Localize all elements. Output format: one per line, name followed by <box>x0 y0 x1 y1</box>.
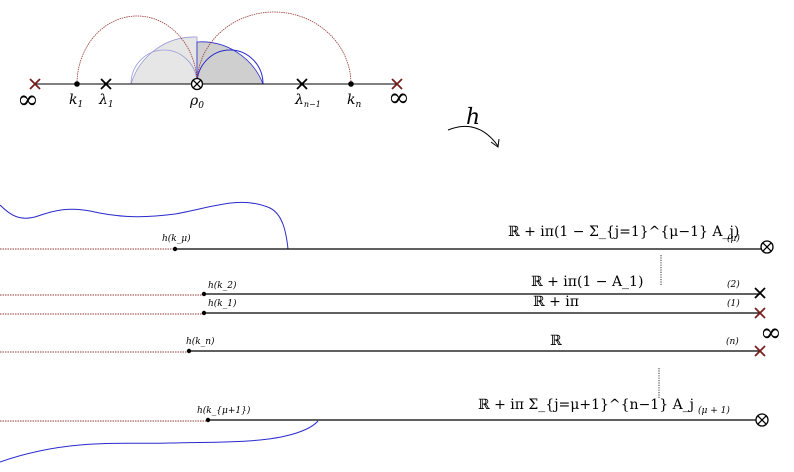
ray-mu-start-label: h(k_μ) <box>162 233 191 244</box>
otimes-rho0 <box>190 77 204 91</box>
label-lambda-n1: λn−1 <box>294 92 321 109</box>
arc-k1-rho0 <box>76 15 198 85</box>
ray-n: h(k_n) ℝ (n) <box>0 333 766 357</box>
ray-mu-plus-1-otimes <box>755 413 769 427</box>
top-axis-panel: ∞ k1 λ1 ρ0 λn−1 kn ∞ <box>17 11 410 115</box>
ray-mu-plus-1-start-dot <box>205 417 211 423</box>
label-inf-right: ∞ <box>388 83 410 113</box>
ray-n-cross <box>754 345 766 357</box>
map-arrow-head <box>490 138 500 148</box>
dot-k1 <box>74 81 80 87</box>
cross-inf-right <box>391 78 403 90</box>
ray-mu-plus-1: h(k_{μ+1}) ℝ + iπ Σ_{j=μ+1}^{n−1} A_j (μ… <box>0 397 769 427</box>
map-arrow: h <box>447 105 500 148</box>
map-arrow-curve <box>447 126 499 147</box>
cross-lambda-n1 <box>296 78 308 90</box>
label-lambda1: λ1 <box>98 92 114 110</box>
dot-kn <box>348 81 354 87</box>
ray-2-end-tag: (2) <box>727 279 740 290</box>
label-k1: k1 <box>69 92 83 110</box>
ray-1-end-tag: (1) <box>727 298 740 309</box>
bottom-infinity-label: ∞ <box>760 318 782 348</box>
ray-mu: h(k_μ) ℝ + iπ(1 − Σ_{j=1}^{μ−1} A_j) (μ) <box>0 224 774 254</box>
ray-1-start-label: h(k_1) <box>208 298 237 309</box>
label-kn: kn <box>347 92 361 110</box>
ray-n-end-tag: (n) <box>726 336 739 347</box>
boundary-curve-top <box>0 201 289 250</box>
ray-2: h(k_2) ℝ + iπ(1 − A_1) (2) <box>0 274 766 299</box>
ray-mu-line-label: ℝ + iπ(1 − Σ_{j=1}^{μ−1} A_j) <box>508 224 739 240</box>
cross-inf-left <box>29 78 41 90</box>
ray-2-start-dot <box>201 291 207 297</box>
ray-1-cross <box>754 307 766 319</box>
ray-mu-end-tag: (μ) <box>727 233 740 244</box>
ray-mu-plus-1-end-tag: (μ + 1) <box>698 405 730 416</box>
ray-n-start-dot <box>186 348 192 354</box>
ray-1-start-dot <box>201 310 207 316</box>
ray-2-line-label: ℝ + iπ(1 − A_1) <box>531 274 643 290</box>
ray-1: h(k_1) ℝ + iπ (1) <box>0 294 766 319</box>
boundary-curve-bottom <box>0 420 319 463</box>
ray-1-line-label: ℝ + iπ <box>533 294 579 310</box>
halfdisk-right-outline <box>196 49 264 85</box>
ray-2-start-label: h(k_2) <box>208 280 237 291</box>
label-inf-left: ∞ <box>17 85 39 115</box>
cross-lambda1 <box>100 78 112 90</box>
ray-mu-plus-1-start-label: h(k_{μ+1}) <box>197 405 251 416</box>
halfdisk-left-outline <box>130 49 198 85</box>
shaded-halfdisk-left <box>130 36 198 85</box>
ray-mu-plus-1-line-label: ℝ + iπ Σ_{j=μ+1}^{n−1} A_j <box>478 397 694 413</box>
ray-mu-otimes <box>760 240 774 254</box>
shaded-halfdisk-right <box>196 41 264 85</box>
arc-rho0-kn <box>196 11 352 85</box>
bottom-panel: h(k_μ) ℝ + iπ(1 − Σ_{j=1}^{μ−1} A_j) (μ)… <box>0 201 782 463</box>
label-rho0: ρ0 <box>189 93 204 111</box>
ray-2-cross <box>754 287 766 299</box>
ray-mu-start-dot <box>172 246 178 252</box>
ray-n-line-label: ℝ <box>550 333 562 349</box>
ray-n-start-label: h(k_n) <box>186 336 215 347</box>
map-label-h: h <box>466 105 480 130</box>
